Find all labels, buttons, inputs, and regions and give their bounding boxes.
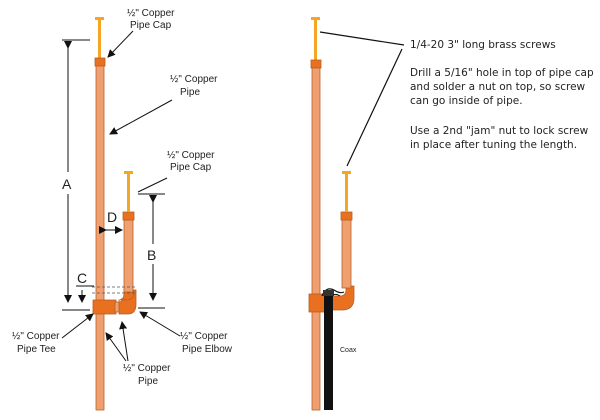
short-pipe: [123, 219, 134, 293]
right-main-pipe: [311, 67, 321, 295]
mid-pipe-cap: [122, 211, 135, 221]
dimension-b-label: B: [147, 247, 156, 263]
note-jam-line1: Use a 2nd "jam" nut to lock screw: [410, 125, 589, 137]
pipe-elbow: [118, 289, 137, 315]
pointer-mid-screw: [346, 48, 403, 167]
label-elbow-line1: ½" Copper: [180, 331, 228, 342]
label-bottom-pipe-line2: Pipe: [138, 376, 158, 387]
top-screw-head: [95, 17, 104, 20]
right-mid-screw: [345, 174, 348, 212]
label-pipe-line2: Pipe: [180, 87, 200, 98]
note-drill-line3: can go inside of pipe.: [410, 95, 523, 107]
pointer-top-screw: [319, 31, 405, 46]
label-top-cap-line2: Pipe Cap: [130, 20, 172, 31]
mid-screw-head: [124, 171, 133, 174]
right-mid-cap: [340, 211, 353, 221]
pipe-tee: [92, 299, 117, 315]
right-top-screw: [314, 20, 317, 60]
top-screw: [98, 20, 101, 58]
right-top-screw-head: [311, 17, 320, 20]
label-bottom-pipe-line1: ½" Copper: [123, 363, 171, 374]
note-drill-line1: Drill a 5/16" hole in top of pipe cap: [410, 67, 594, 79]
right-short-pipe: [341, 219, 352, 289]
note-screws: 1/4-20 3" long brass screws: [410, 39, 556, 51]
right-mid-screw-head: [342, 171, 351, 174]
lower-pipe: [95, 313, 105, 411]
note-drill-line2: and solder a nut on top, so screw: [410, 81, 586, 93]
label-tee-line1: ½" Copper: [12, 331, 60, 342]
right-top-cap: [310, 59, 322, 69]
main-pipe: [95, 65, 105, 303]
right-elbow: [329, 285, 355, 311]
mid-screw: [127, 174, 130, 212]
label-mid-cap-line1: ½" Copper: [167, 150, 215, 161]
note-jam-line2: in place after tuning the length.: [410, 139, 577, 151]
coax-cable: [324, 292, 333, 410]
label-mid-cap-line2: Pipe Cap: [170, 162, 212, 173]
label-tee-line2: Pipe Tee: [17, 344, 56, 355]
label-pipe-line1: ½" Copper: [170, 74, 218, 85]
right-antenna: Coax 1/4-20 3" long brass screws Drill a…: [308, 17, 594, 411]
top-pipe-cap: [94, 57, 106, 67]
coax-label: Coax: [340, 347, 357, 354]
coax-jacket-end: [323, 290, 334, 296]
dimension-c-label: C: [77, 270, 87, 286]
left-antenna: A C B D ½" Copper Pipe Cap ½" Copper Pip…: [12, 8, 233, 411]
dimension-a-label: A: [62, 176, 72, 192]
right-lower-pipe: [311, 311, 321, 411]
label-top-cap-line1: ½" Copper: [127, 8, 175, 19]
dimension-d-label: D: [107, 209, 117, 225]
label-elbow-line2: Pipe Elbow: [182, 344, 233, 355]
